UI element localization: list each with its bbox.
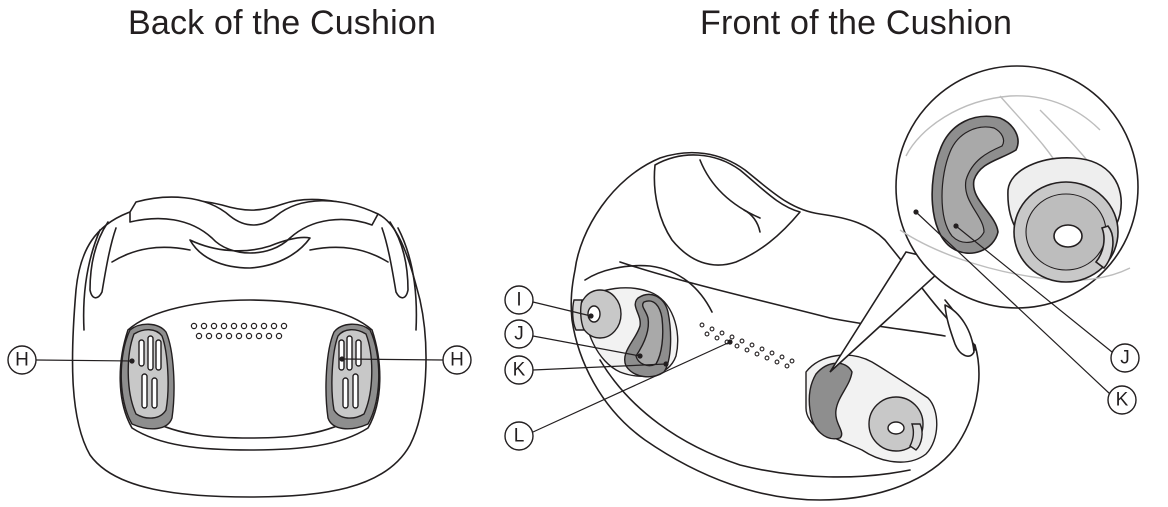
callout-front-K: K xyxy=(504,355,669,385)
callout-zoom-K: K xyxy=(913,209,1137,415)
callout-front-I: I xyxy=(504,285,594,319)
callout-front-J: J xyxy=(504,319,643,359)
back-left-rim xyxy=(89,221,117,299)
front-right-port xyxy=(805,354,938,463)
back-nose-bridge xyxy=(129,196,379,254)
callout-letter-zoom-K: K xyxy=(1116,390,1129,411)
back-mouth-opening xyxy=(119,299,381,451)
front-bridge-notch xyxy=(743,209,761,233)
callout-back-right-H: H xyxy=(339,345,472,375)
callout-letter-H-left: H xyxy=(15,350,29,371)
callout-letter-J: J xyxy=(514,324,524,345)
back-cushion-title: Back of the Cushion xyxy=(128,4,437,42)
front-cushion-title: Front of the Cushion xyxy=(700,4,1013,42)
front-left-pad xyxy=(624,293,672,378)
back-opening-inner-edge xyxy=(149,419,351,439)
front-nasal-ridge-edge xyxy=(699,159,761,219)
back-right-side-ridge xyxy=(397,227,418,331)
zoom-pad-inner xyxy=(941,126,1005,243)
callout-letter-zoom-J: J xyxy=(1120,348,1130,369)
back-inner-lip xyxy=(111,246,389,263)
zoom-bubble xyxy=(829,65,1139,373)
front-nasal-ridge xyxy=(653,154,801,266)
callout-letter-L: L xyxy=(514,426,525,447)
callout-letter-H-right: H xyxy=(450,350,464,371)
front-left-cheek xyxy=(584,264,713,313)
callout-front-L: L xyxy=(504,339,733,451)
back-right-pad xyxy=(325,323,380,430)
back-vent-holes xyxy=(190,322,288,340)
callout-letter-K: K xyxy=(513,360,526,381)
front-lower-lip xyxy=(599,359,911,478)
back-left-pad xyxy=(120,323,175,430)
callout-zoom-J: J xyxy=(953,223,1140,373)
back-right-rim xyxy=(381,221,409,299)
front-right-flap xyxy=(944,304,975,357)
callout-back-left-H: H xyxy=(7,345,135,375)
front-upper-ridge xyxy=(619,261,946,337)
back-left-side-ridge xyxy=(82,229,101,331)
callout-letter-I: I xyxy=(516,290,521,311)
back-nose-bridge-inner xyxy=(189,236,311,269)
